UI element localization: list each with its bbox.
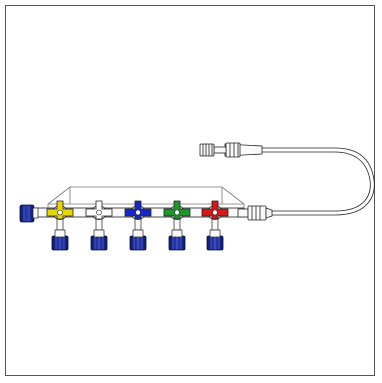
stopcock-cap xyxy=(90,229,108,251)
stopcock-cap xyxy=(51,229,69,251)
stopcock-cap xyxy=(129,229,147,251)
manifold-right-connector xyxy=(237,205,273,221)
stopcock-blue xyxy=(124,200,152,251)
stopcock-yellow xyxy=(46,200,74,251)
left-end-cap xyxy=(19,204,39,223)
stopcock-cap xyxy=(206,229,224,251)
stopcock-red xyxy=(201,200,229,251)
stopcock-white xyxy=(85,200,113,251)
extension-tube xyxy=(262,147,375,216)
image-frame xyxy=(5,5,375,376)
stopcock-green xyxy=(163,200,191,251)
stopcock-cap xyxy=(168,229,186,251)
top-luer-connector xyxy=(199,142,263,158)
